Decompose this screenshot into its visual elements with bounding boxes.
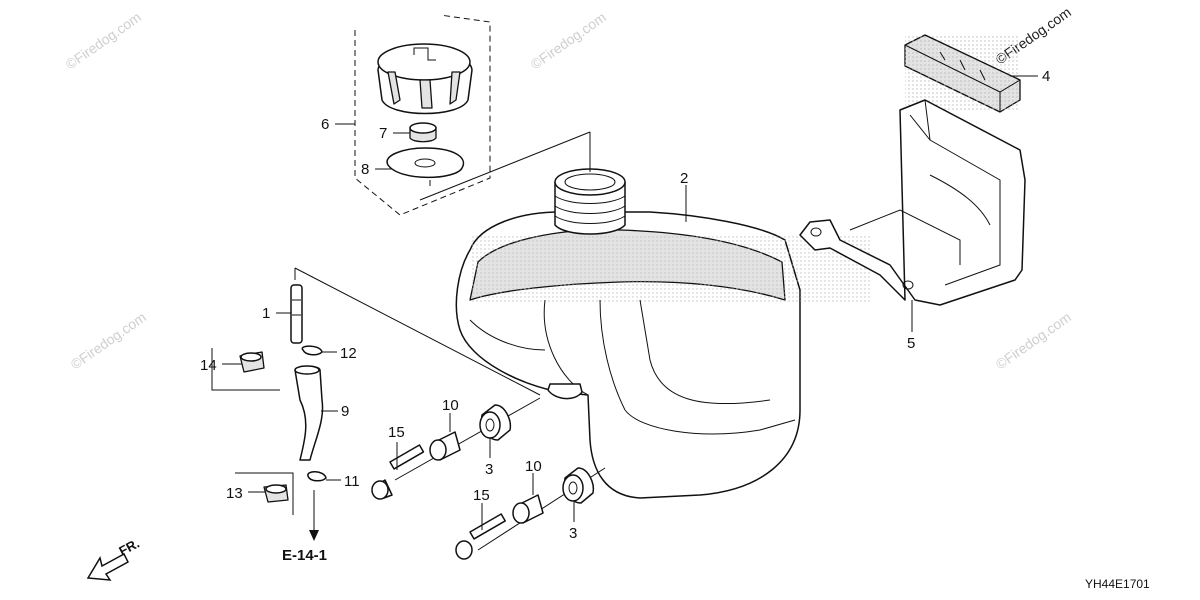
tank-cushion <box>904 34 1021 113</box>
watermark: ©Firedog.com <box>68 309 149 373</box>
watermark: ©Firedog.com <box>993 309 1074 373</box>
callout-6: 6 <box>321 116 329 133</box>
reference-e-14-1: E-14-1 <box>282 547 327 564</box>
callouts: 1 2 3 3 4 5 6 7 8 9 10 10 11 12 13 14 15… <box>200 68 1050 542</box>
leader-lines <box>222 75 1038 530</box>
callout-5: 5 <box>907 335 915 352</box>
callout-3: 3 <box>485 461 493 478</box>
callout-10: 10 <box>442 397 459 414</box>
fuel-tank <box>455 168 870 499</box>
drawing-code: YH44E1701 <box>1085 577 1150 591</box>
callout-1: 1 <box>262 305 270 322</box>
callout-7: 7 <box>379 125 387 142</box>
callout-15: 15 <box>388 424 405 441</box>
tank-bracket <box>799 99 1026 306</box>
callout-15: 15 <box>473 487 490 504</box>
mounting-hardware <box>371 397 606 560</box>
callout-3: 3 <box>569 525 577 542</box>
callout-8: 8 <box>361 161 369 178</box>
watermark: ©Firedog.com <box>528 9 609 73</box>
callout-2: 2 <box>680 170 688 187</box>
front-label: FR. <box>116 536 142 559</box>
fuel-cap-assembly <box>354 14 491 216</box>
callout-13: 13 <box>226 485 243 502</box>
callout-4: 4 <box>1042 68 1050 85</box>
watermark: ©Firedog.com <box>63 9 144 73</box>
callout-10: 10 <box>525 458 542 475</box>
callout-14: 14 <box>200 357 217 374</box>
callout-12: 12 <box>340 345 357 362</box>
front-direction-marker: FR. <box>86 536 142 581</box>
callout-9: 9 <box>341 403 349 420</box>
callout-11: 11 <box>344 473 360 490</box>
